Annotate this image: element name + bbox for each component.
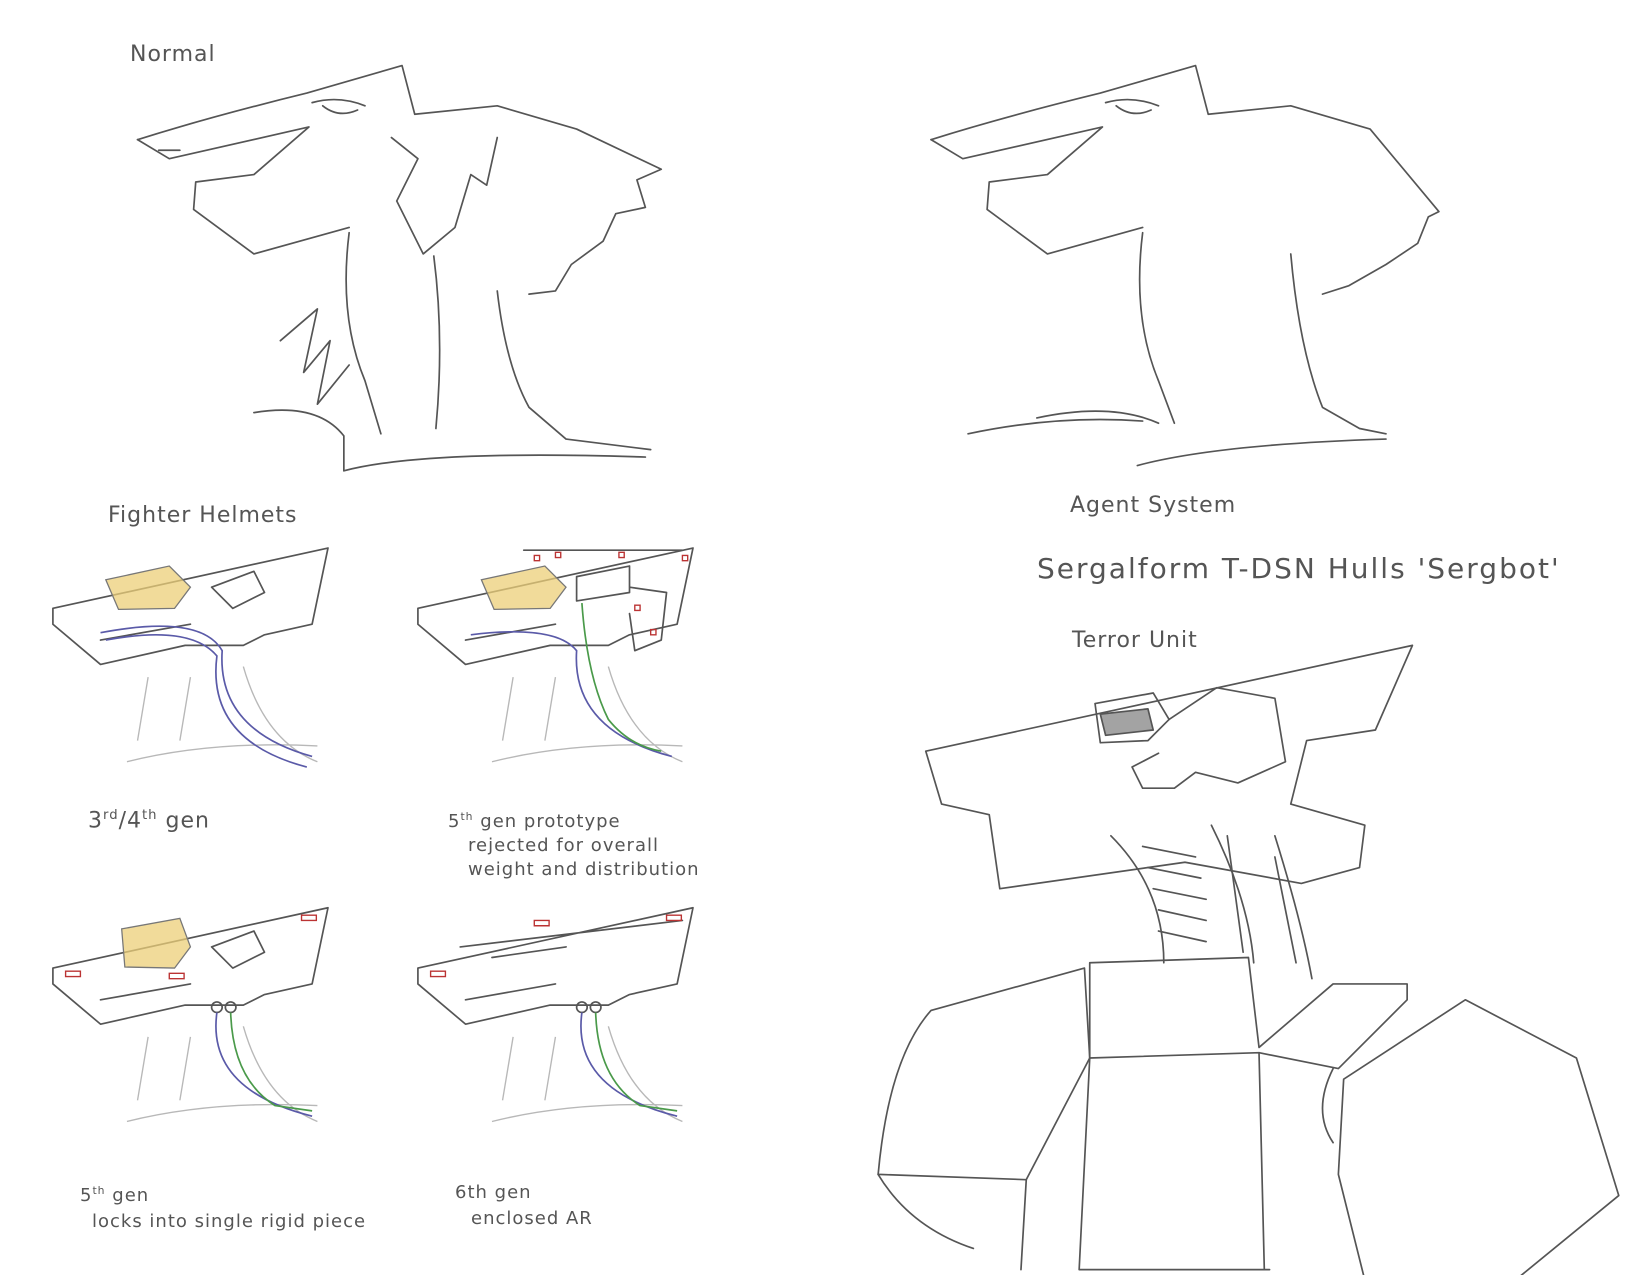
- caption-6th-gen: 6th gen enclosed AR: [455, 1182, 593, 1229]
- caption-5th-gen-prototype: 5th gen prototype rejected for overall w…: [448, 810, 700, 880]
- label-agent-system: Agent System: [1070, 493, 1237, 518]
- label-terror-unit: Terror Unit: [1072, 628, 1198, 653]
- hull-title: Sergalform T-DSN Hulls 'Sergbot': [1037, 552, 1561, 585]
- helmet-5th-gen-sketch: [52, 906, 329, 1123]
- helmet-6th-gen-sketch: [417, 906, 694, 1123]
- caption-3rd-4th-gen: 3rd/4th gen: [88, 808, 210, 834]
- terror-unit-sketch: [877, 644, 1620, 1275]
- helmet-5th-gen-prototype-sketch: [417, 547, 694, 763]
- label-normal: Normal: [130, 42, 216, 67]
- normal-head-sketch: [136, 64, 663, 472]
- label-fighter-helmets: Fighter Helmets: [108, 503, 298, 528]
- helmet-3rd-4th-gen-sketch: [52, 547, 329, 768]
- agent-head-sketch: [930, 64, 1440, 467]
- caption-5th-gen: 5th gen locks into single rigid piece: [80, 1184, 367, 1232]
